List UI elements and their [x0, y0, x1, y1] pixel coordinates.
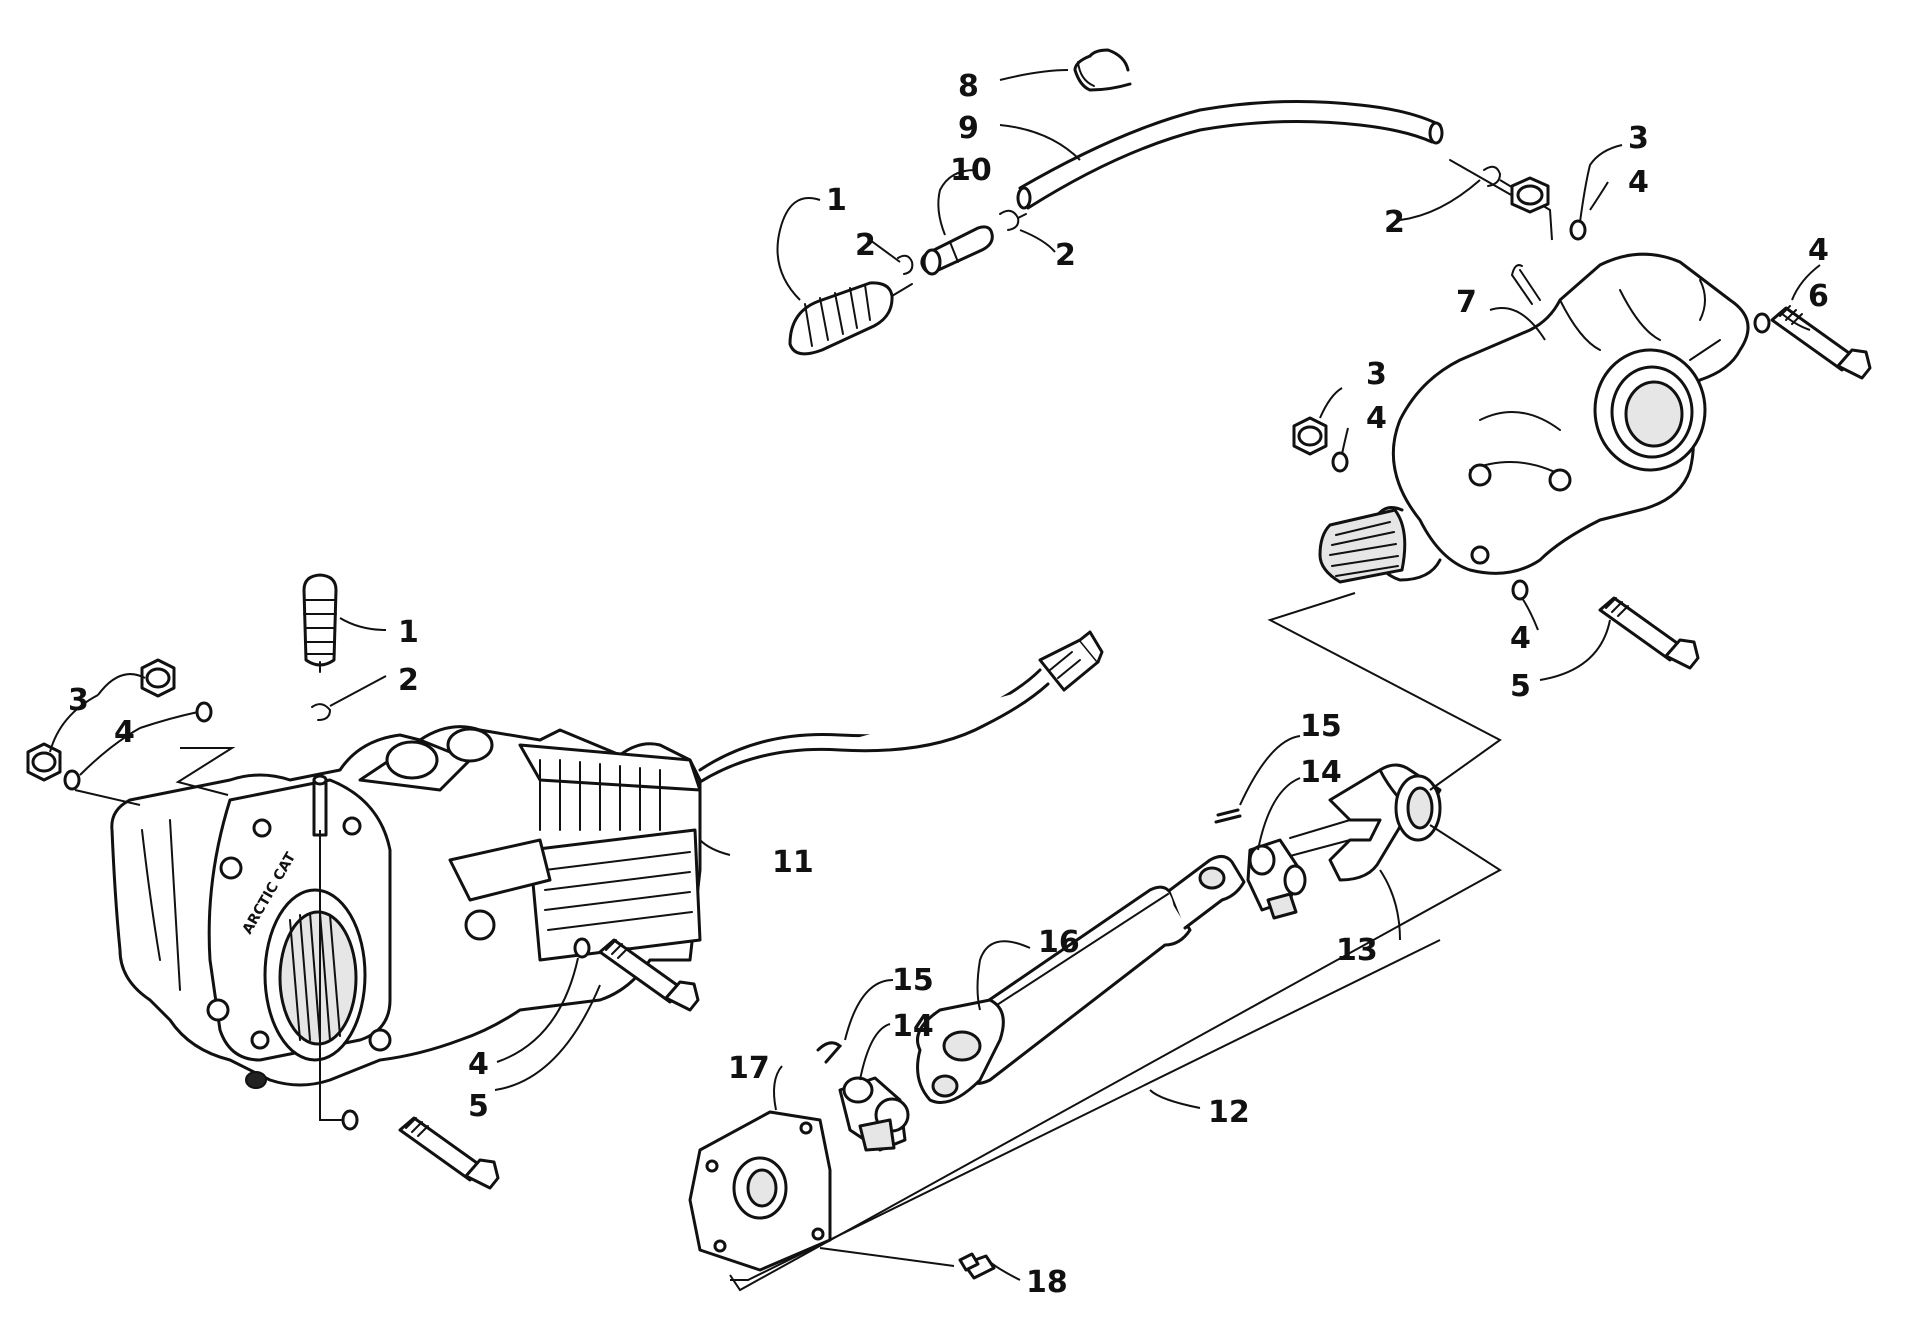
callout-2-top-left: 2: [855, 228, 876, 263]
snap-ring-part-8: [1073, 48, 1132, 92]
cable-part-9: [1016, 99, 1444, 210]
callout-2-top-mid: 2: [1055, 238, 1076, 273]
nut-part-3-mid: [1292, 416, 1328, 456]
bolt-part-5-mid: [598, 938, 700, 1012]
callout-4-mid: 4: [1366, 401, 1387, 436]
callout-9: 9: [958, 111, 979, 146]
callout-2-left: 2: [398, 663, 419, 698]
nut-part-3-left-top: [140, 658, 176, 698]
callout-5-mid: 5: [468, 1089, 489, 1124]
washer-part-4-left-top: [195, 701, 213, 723]
stud-left: [312, 774, 328, 837]
callout-17: 17: [728, 1051, 770, 1086]
snap-ring-part-15-right: [1214, 808, 1242, 824]
nut-part-3-left-bottom: [26, 742, 62, 782]
washer-part-4-lower-left: [341, 1109, 359, 1131]
callout-6: 6: [1808, 279, 1829, 314]
callout-18: 18: [1026, 1265, 1068, 1300]
washer-part-4-mid: [1331, 451, 1349, 473]
cross-bearing-part-14-right: [1246, 838, 1307, 920]
adapter-part-10: [920, 225, 994, 276]
bolt-part-5-right: [1598, 596, 1700, 670]
callout-13: 13: [1336, 933, 1378, 968]
driveshaft-part-16: [916, 855, 1246, 1104]
clip-part-2-top-mid: [999, 209, 1027, 231]
callout-3-top: 3: [1628, 121, 1649, 156]
nut-part-3-top: [1510, 176, 1550, 214]
callout-4-lower-mid: 4: [468, 1047, 489, 1082]
washer-part-4-top: [1569, 219, 1587, 241]
callout-5-right: 5: [1510, 669, 1531, 704]
clip-part-2-top-left: [897, 254, 914, 275]
yoke-part-13: [1289, 763, 1442, 882]
washer-part-4-left-bottom: [63, 769, 81, 791]
front-gearcase-part-11: ARCTIC CAT: [110, 725, 702, 1089]
snap-ring-part-15-left: [816, 1041, 843, 1064]
callout-16: 16: [1038, 925, 1080, 960]
callout-1-top: 1: [826, 183, 847, 218]
callout-4-left: 4: [114, 715, 135, 750]
callout-15-right: 15: [1300, 709, 1342, 744]
callout-12: 12: [1208, 1095, 1250, 1130]
boot-part-1-left: [302, 573, 338, 673]
gearcase-wire-harness: [698, 630, 1104, 784]
washer-part-4-lower-right: [1511, 579, 1529, 601]
callout-labels: 1 2 10 2 8 9 2 3 4 7 4 6 3 4 4 5 1 2 3 4…: [68, 69, 1829, 1300]
rear-differential-part-7: [1318, 252, 1750, 584]
callout-1-left: 1: [398, 615, 419, 650]
callout-15-left: 15: [892, 963, 934, 998]
callout-4-lower-right: 4: [1510, 621, 1531, 656]
bolt-part-18: [958, 1252, 996, 1280]
callout-7: 7: [1456, 285, 1477, 320]
flange-part-17: [688, 1110, 832, 1272]
callout-3-left: 3: [68, 683, 89, 718]
callout-11: 11: [772, 845, 814, 880]
washer-part-4-right: [1753, 312, 1771, 334]
leader-lines: [49, 69, 1821, 1292]
cross-bearing-part-14-left: [838, 1076, 910, 1152]
callout-3-mid: 3: [1366, 357, 1387, 392]
bolt-part-5-left: [398, 1116, 500, 1190]
callout-2-top-right: 2: [1384, 205, 1405, 240]
callout-10: 10: [950, 153, 992, 188]
boot-part-1-top: [788, 281, 913, 356]
callout-8: 8: [958, 69, 979, 104]
clip-part-2-left: [311, 703, 332, 721]
callout-4-right: 4: [1808, 233, 1829, 268]
washer-part-4-lower-mid: [573, 937, 591, 959]
callout-14-right: 14: [1300, 755, 1342, 790]
callout-4-top: 4: [1628, 165, 1649, 200]
callout-14-left: 14: [892, 1009, 934, 1044]
